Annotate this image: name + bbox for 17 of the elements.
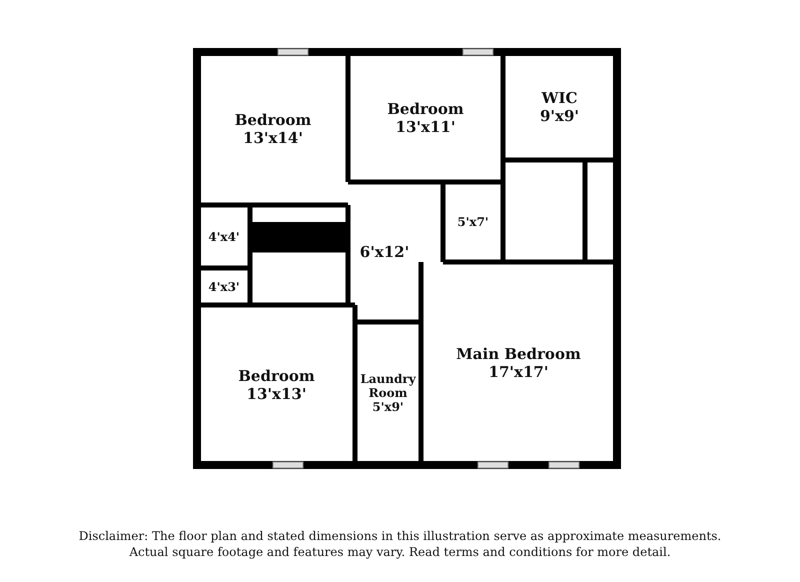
- room-dimensions: 4'x4': [208, 230, 240, 244]
- room-dimensions: 13'x11': [396, 118, 456, 136]
- room-dimensions: 13'x13': [246, 384, 306, 402]
- room-name: Bedroom: [387, 100, 464, 118]
- room-dimensions: 4'x3': [208, 280, 240, 294]
- room-dimensions: 5'x7': [457, 215, 489, 229]
- room-name: Bedroom: [238, 366, 315, 384]
- room-dimensions: 5'x9': [372, 400, 404, 414]
- room-name: Laundry Room: [359, 372, 417, 400]
- disclaimer-text: Disclaimer: The floor plan and stated dimensions in this illustration serve as approximate measurements. Actual square footage and features may vary. Read terms and conditions for more detail.: [78, 528, 722, 560]
- room-dimensions: 9'x9': [540, 106, 579, 124]
- room-dimensions: 6'x12': [360, 243, 410, 261]
- room-name: Main Bedroom: [456, 345, 581, 363]
- room-name: WIC: [542, 88, 578, 106]
- room-dimensions: 13'x14': [243, 129, 303, 147]
- room-name: Bedroom: [234, 111, 312, 129]
- room-dimensions: 17'x17': [488, 363, 548, 381]
